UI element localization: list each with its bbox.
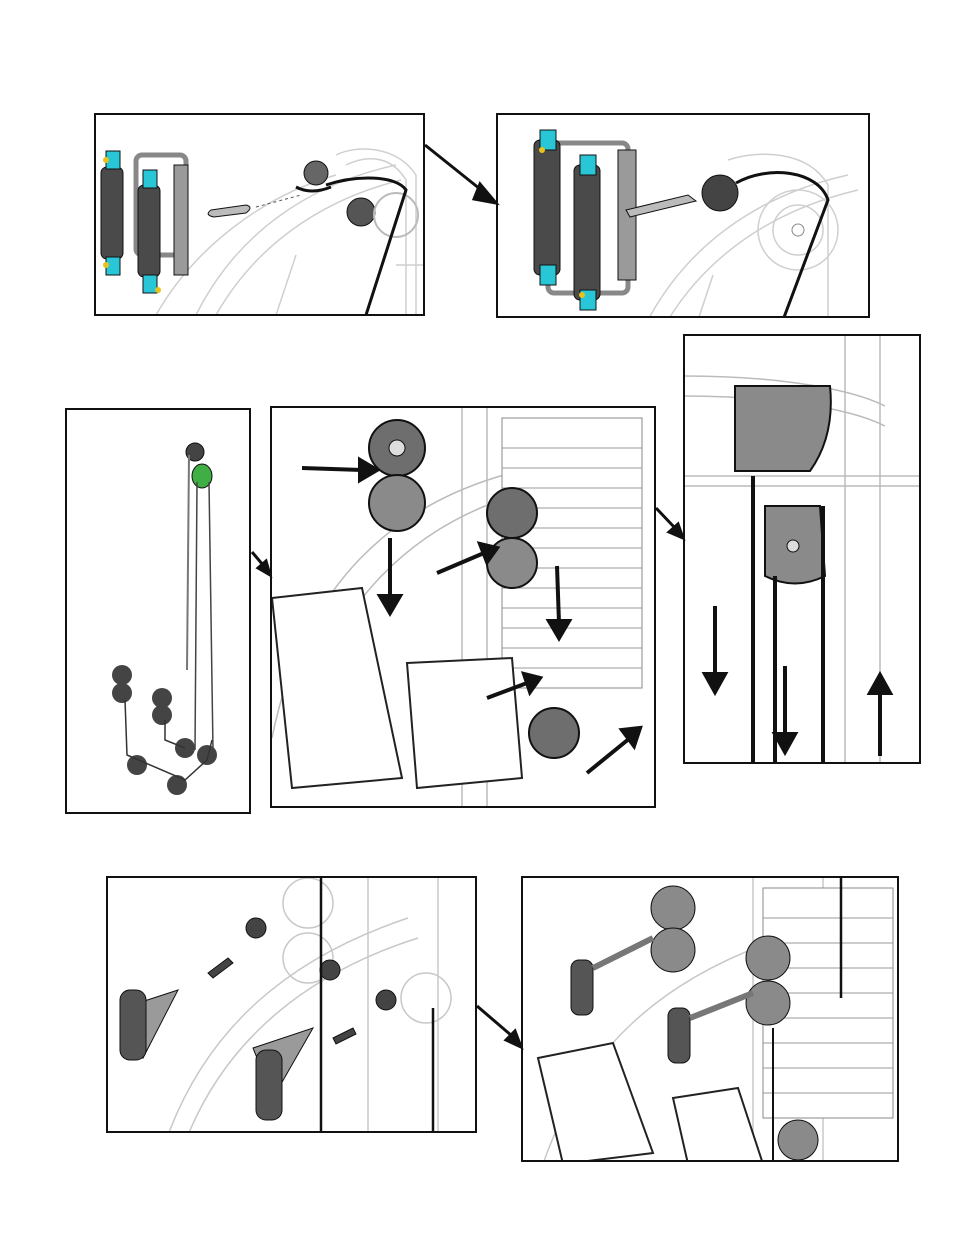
pulley-routing-detail-illustration xyxy=(272,408,643,806)
foam-roller-icon xyxy=(533,129,637,311)
panel-handle-attach-after xyxy=(521,876,899,1162)
pulley-icon xyxy=(185,442,205,462)
pulley-icon xyxy=(650,885,696,931)
handle-icon xyxy=(119,989,315,1121)
arrow-icon xyxy=(701,606,894,757)
handle-attach-before-illustration xyxy=(119,878,452,1131)
snap-hook-icon xyxy=(625,194,698,218)
panel-upper-pulley-detail xyxy=(683,334,921,764)
panel-leg-developer-attach-after xyxy=(496,113,870,318)
panel-pulley-routing-detail xyxy=(270,406,656,808)
pulley-housing xyxy=(734,385,832,472)
leg-developer-after-illustration xyxy=(533,129,859,316)
handle-attach-after-illustration xyxy=(536,878,894,1160)
pulley-icon xyxy=(245,917,267,939)
leg-developer-before-illustration xyxy=(100,148,423,314)
foot-plate xyxy=(536,1041,763,1160)
panel-leg-developer-attach-before xyxy=(94,113,425,316)
snap-hook-icon xyxy=(207,204,251,218)
upper-pulley-detail-illustration xyxy=(685,336,919,762)
panel-handle-attach-before xyxy=(106,876,477,1133)
arrow-icon xyxy=(301,456,643,775)
handle-icon xyxy=(570,935,755,1064)
cable-routing-overview-illustration xyxy=(112,442,217,795)
pulley-icon xyxy=(346,197,376,227)
foam-roller-icon xyxy=(100,150,189,294)
pulley-icon xyxy=(701,174,739,212)
panel-cable-routing-overview xyxy=(65,408,251,814)
snap-hook-icon xyxy=(207,957,234,979)
foot-plate xyxy=(272,586,524,790)
